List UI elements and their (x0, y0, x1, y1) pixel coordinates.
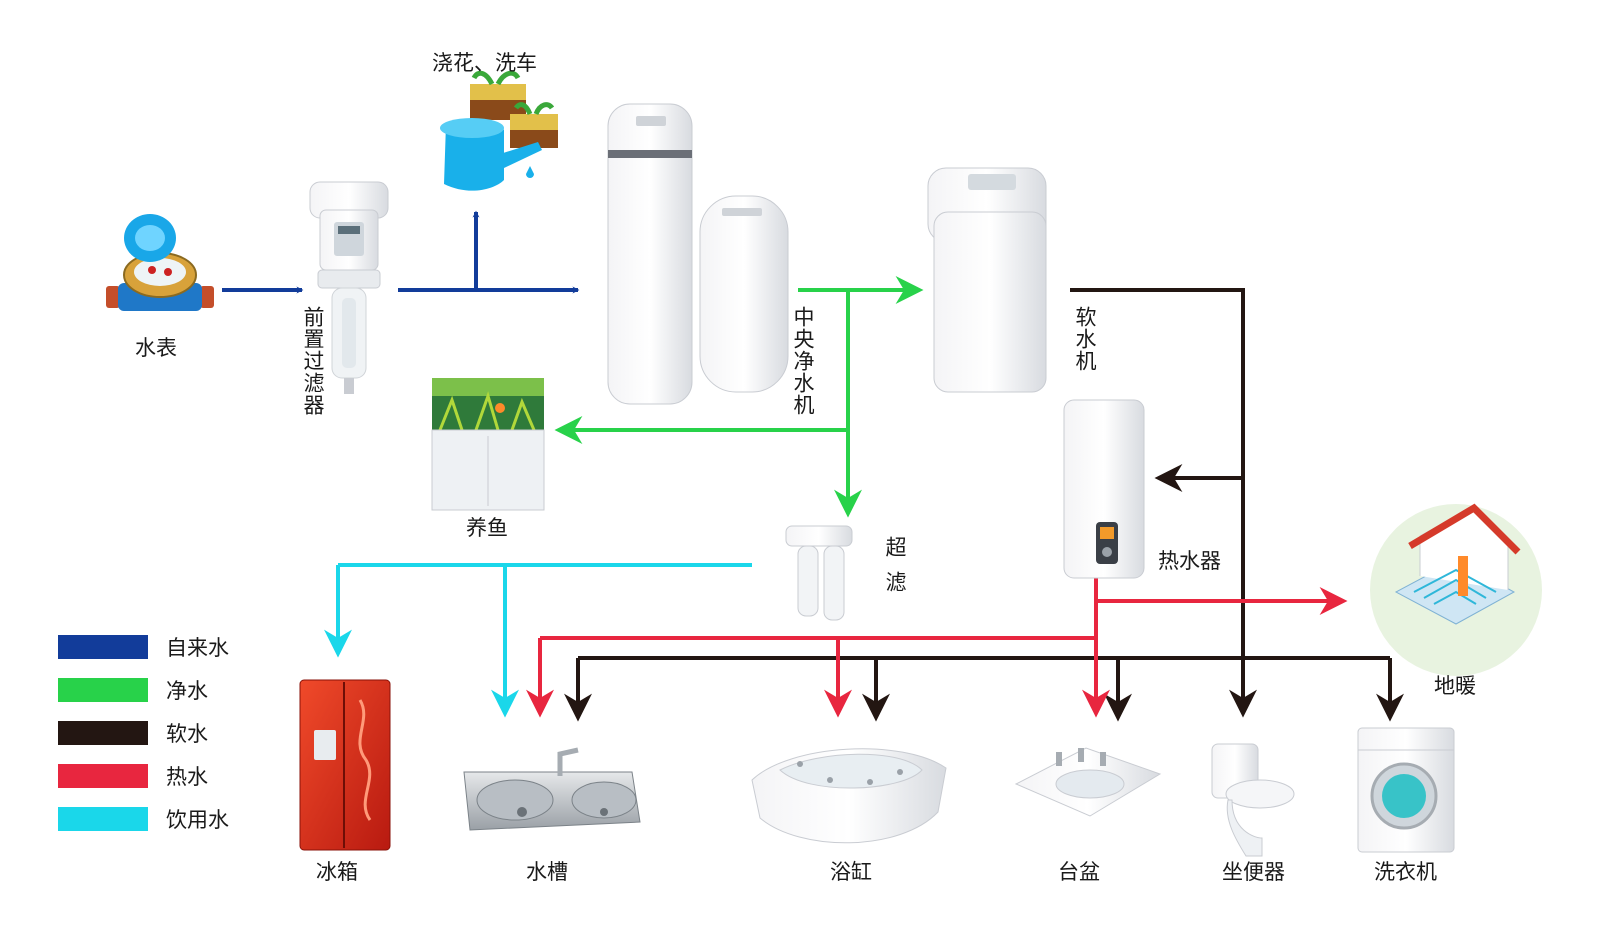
purified-water-pipes (554, 276, 924, 518)
legend-item-purified-water: 净水 (58, 668, 229, 711)
toilet-icon (1211, 743, 1295, 857)
legend-label: 净水 (166, 678, 208, 703)
watering-can-icon (434, 70, 558, 191)
label-ultrafilter: 超滤 (883, 536, 907, 606)
hot-water-pipes (526, 578, 1348, 718)
legend-item-soft-water: 软水 (58, 711, 229, 754)
label-floor-heating: 地暖 (1434, 674, 1476, 698)
aquarium-icon (431, 378, 545, 511)
legend-label: 饮用水 (166, 807, 229, 832)
label-softener: 软水机 (1073, 306, 1097, 372)
central-purifier-icon (607, 103, 789, 405)
soft-water-pipes (564, 288, 1404, 722)
label-water-heater: 热水器 (1158, 549, 1221, 573)
floor-heating-icon (1370, 503, 1542, 676)
legend-swatch (58, 677, 148, 702)
label-water-meter: 水表 (135, 336, 177, 360)
label-sink: 水槽 (526, 860, 568, 884)
legend-label: 软水 (166, 721, 208, 746)
legend: 自来水 净水 软水 热水 饮用水 (58, 625, 229, 840)
drinking-water-pipes (324, 563, 752, 718)
pre-filter-icon (309, 181, 389, 394)
label-garden-car: 浇花、洗车 (432, 51, 537, 75)
legend-swatch (58, 806, 148, 831)
label-basin: 台盆 (1058, 860, 1100, 884)
water-softener-icon (927, 167, 1047, 393)
legend-swatch (58, 720, 148, 745)
label-pre-filter: 前置过滤器 (301, 306, 325, 416)
kitchen-sink-icon (463, 747, 641, 831)
label-fridge: 冰箱 (316, 860, 358, 884)
label-toilet: 坐便器 (1222, 860, 1285, 884)
water-meter-icon (106, 214, 214, 311)
water-heater-icon (1063, 399, 1145, 579)
washing-machine-icon (1357, 727, 1455, 853)
ultrafilter-icon (785, 525, 853, 621)
label-aquarium: 养鱼 (466, 516, 508, 540)
legend-item-tap-water: 自来水 (58, 625, 229, 668)
label-washer: 洗衣机 (1374, 860, 1437, 884)
legend-label: 自来水 (166, 635, 229, 660)
refrigerator-icon (299, 679, 391, 851)
label-bathtub: 浴缸 (830, 860, 872, 884)
label-central-purifier: 中央净水机 (791, 306, 815, 416)
bathtub-icon (751, 748, 947, 844)
legend-swatch (58, 763, 148, 788)
legend-item-hot-water: 热水 (58, 754, 229, 797)
tap-water-pipes (222, 210, 580, 294)
basin-icon (1014, 747, 1162, 817)
legend-item-drinking-water: 饮用水 (58, 797, 229, 840)
legend-swatch (58, 634, 148, 659)
legend-label: 热水 (166, 764, 208, 789)
